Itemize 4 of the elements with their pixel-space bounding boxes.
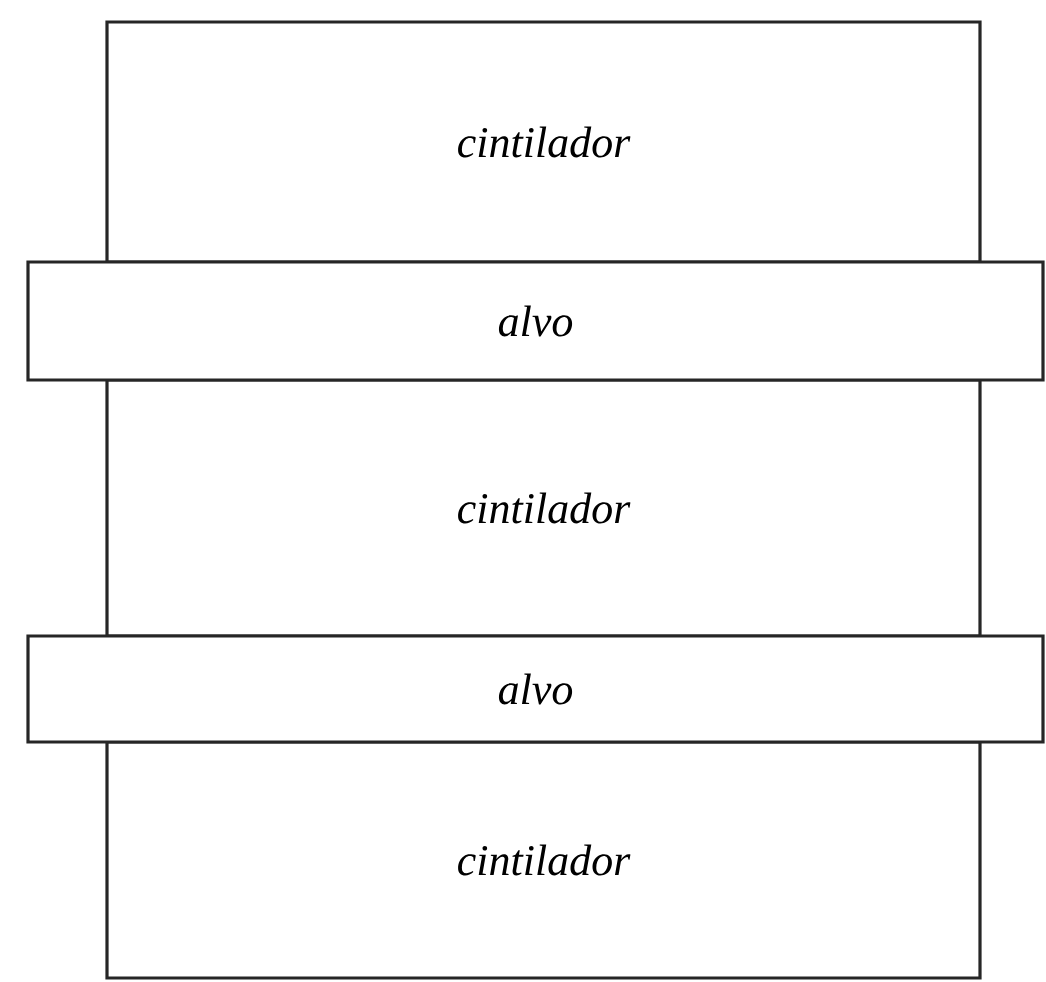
scintillator-block: cintilador [105, 740, 982, 980]
scintillator-block: cintilador [105, 20, 982, 264]
target-band: alvo [26, 260, 1045, 382]
target-band: alvo [26, 634, 1045, 744]
